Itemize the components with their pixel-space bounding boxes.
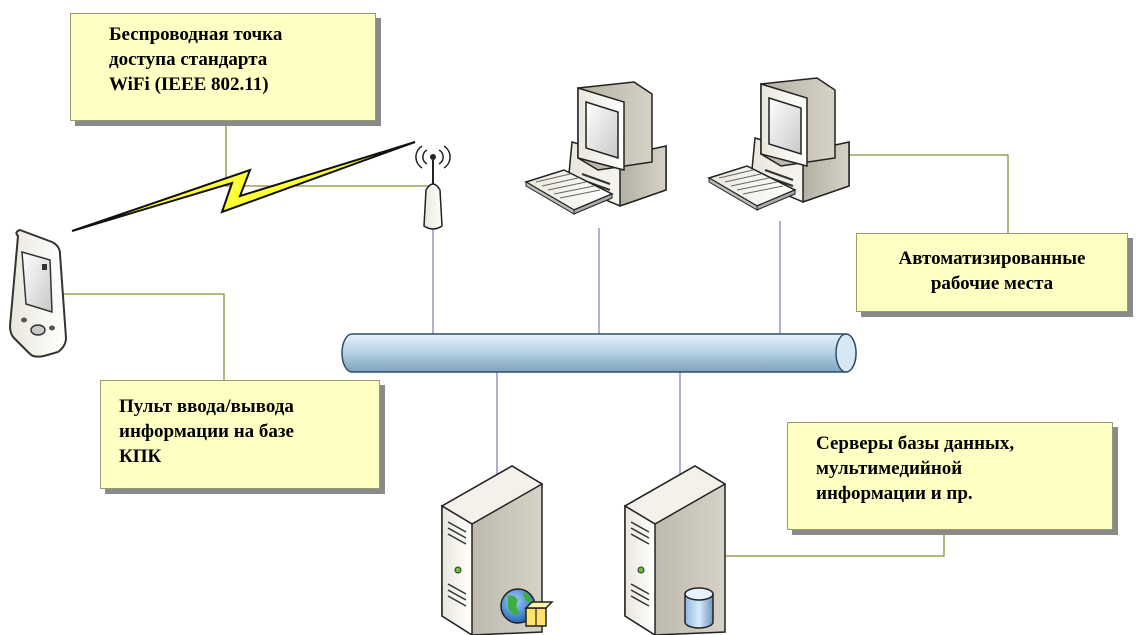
workstation-icon — [524, 81, 667, 215]
connector-workstations — [795, 154, 1009, 233]
connector-wifi — [225, 121, 430, 187]
pda-icon — [8, 228, 68, 358]
database-server-icon — [623, 465, 727, 635]
callout-workstations: Автоматизированные рабочие места — [856, 233, 1128, 312]
wifi-antenna-icon — [415, 145, 451, 230]
callout-servers: Серверы базы данных, мультимедийной инфо… — [787, 422, 1113, 530]
network-bus-icon — [341, 333, 857, 373]
callout-wifi-access-point: Беспроводная точка доступа стандарта WiF… — [70, 13, 376, 121]
workstation-icon — [707, 77, 850, 211]
lightning-bolt-icon — [71, 141, 416, 232]
callout-connectors — [50, 121, 1009, 557]
connector-pda — [50, 293, 225, 380]
web-server-icon — [440, 465, 554, 635]
connector-servers — [688, 530, 945, 557]
callout-pda-terminal: Пульт ввода/вывода информации на базе КП… — [100, 380, 380, 489]
